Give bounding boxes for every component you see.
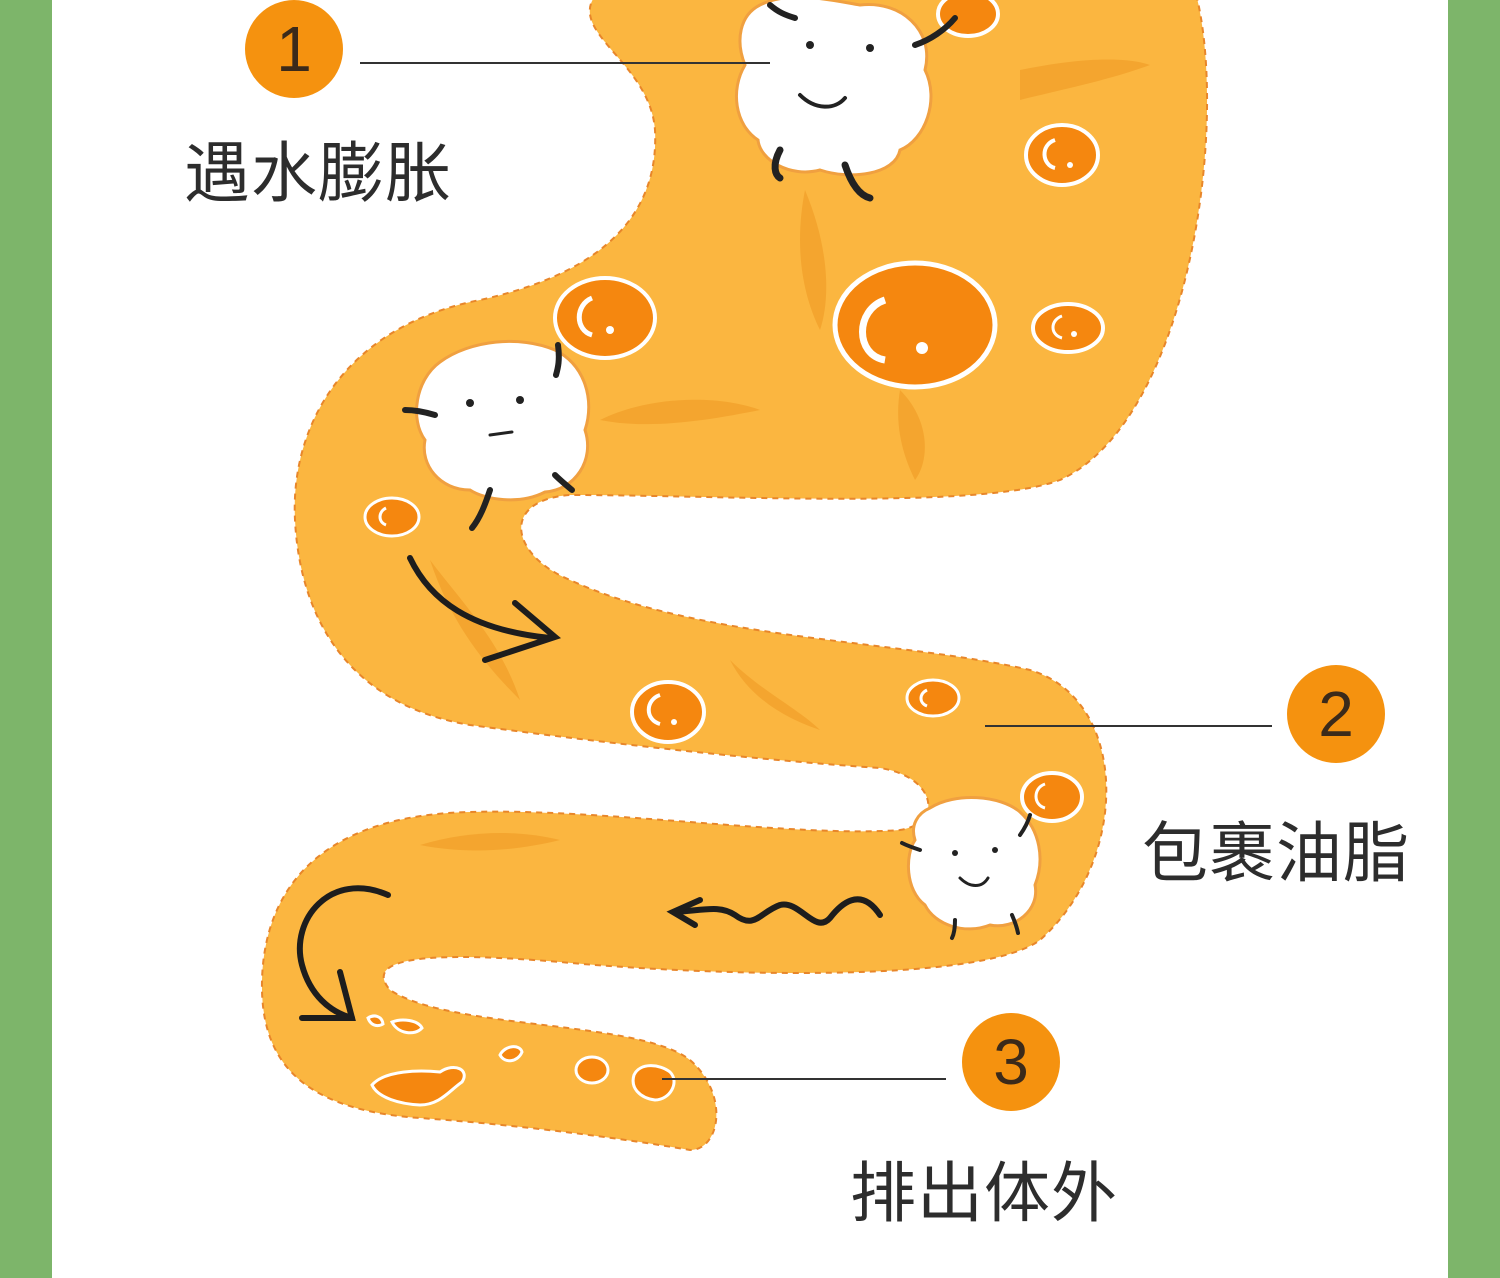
oil-droplet-icon <box>1033 304 1103 352</box>
oil-droplet-icon <box>938 0 998 36</box>
step-1-label: 遇水膨胀 <box>184 120 452 216</box>
oil-droplet-icon <box>555 278 655 358</box>
oil-droplet-icon <box>365 498 419 536</box>
step-1-badge: 1 <box>245 0 343 98</box>
step-2-badge: 2 <box>1287 665 1385 763</box>
step-2-label: 包裹油脂 <box>1142 800 1410 896</box>
diagram-panel: 1 遇水膨胀 2 包裹油脂 3 排出体外 <box>52 0 1448 1278</box>
oil-droplet-icon <box>835 263 995 387</box>
step-3-label: 排出体外 <box>850 1140 1118 1236</box>
oil-droplet-icon <box>632 682 704 742</box>
step-3-badge: 3 <box>962 1013 1060 1111</box>
oil-droplet-icon <box>907 680 959 716</box>
step-2-number: 2 <box>1318 677 1354 751</box>
step-1-number: 1 <box>276 12 312 86</box>
oil-droplet-icon <box>1026 125 1098 185</box>
step-3-number: 3 <box>993 1025 1029 1099</box>
